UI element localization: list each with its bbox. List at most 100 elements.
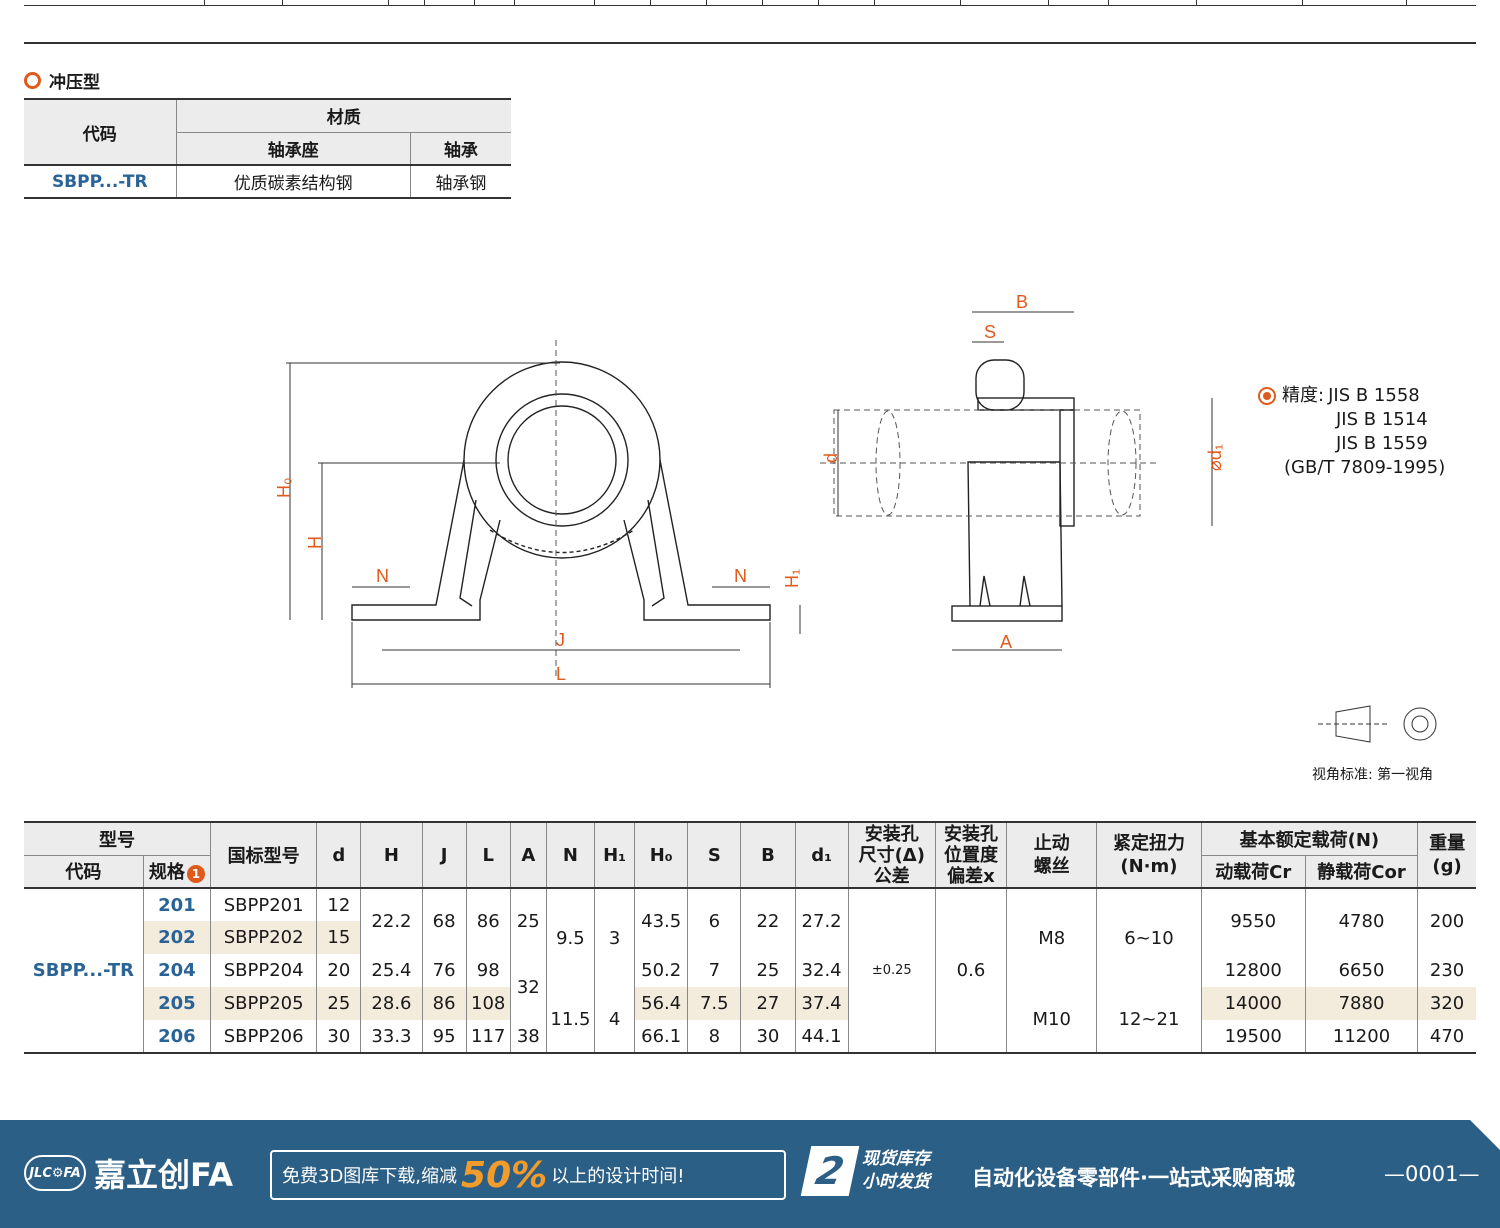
spec-header-weight: 重量 (g)	[1417, 822, 1476, 888]
promo-text-post: 以上的设计时间!	[551, 1166, 685, 1187]
weight-line1: 重量	[1429, 833, 1466, 854]
precision-line-4: (GB/T 7809-1995)	[1284, 457, 1446, 478]
spec-header-H0: H₀	[634, 822, 688, 888]
spec-header-N: N	[545, 822, 595, 888]
dim-label-N-right: N	[734, 566, 747, 586]
cell-gb: SBPP204	[210, 954, 318, 987]
spec-header-d: d	[316, 822, 361, 888]
cell-Cr: 9550	[1201, 888, 1306, 954]
view-standard-note: 视角标准: 第一视角	[1312, 767, 1434, 783]
spec-header-torque: 紧定扭力 (N·m)	[1096, 822, 1202, 888]
delivery-text: 现货库存 小时发货	[862, 1148, 930, 1194]
delivery-line1: 现货库存	[862, 1149, 930, 1169]
cell-H0: 56.4	[634, 987, 689, 1020]
cell-J: 68	[422, 888, 467, 954]
cell-Cr: 12800	[1201, 954, 1306, 987]
cell-weight: 200	[1417, 888, 1476, 954]
cell-N: 9.5	[546, 888, 595, 987]
cell-Cr: 19500	[1201, 1020, 1306, 1053]
promo-text-pre: 免费3D图库下载,缩减	[282, 1166, 458, 1187]
note-badge-icon: 1	[186, 865, 205, 884]
cell-d1: 32.4	[795, 954, 849, 987]
cell-H1: 4	[594, 987, 636, 1053]
precision-label: 精度:	[1282, 385, 1325, 406]
brand-name: 嘉立创FA	[94, 1156, 233, 1194]
cell-H0: 43.5	[634, 888, 689, 954]
cell-J: 86	[422, 987, 467, 1020]
cell-size: 204	[143, 954, 212, 987]
cell-H0: 66.1	[634, 1020, 689, 1053]
cell-gb: SBPP206	[210, 1020, 318, 1053]
cell-d: 12	[316, 888, 362, 921]
page-number: —0001—	[1384, 1162, 1480, 1186]
cell-A: 32	[510, 954, 547, 1020]
cell-d1: 44.1	[795, 1020, 849, 1053]
cell-weight: 470	[1429, 1025, 1465, 1047]
delivery-promise: 2 现货库存 小时发货	[800, 1146, 930, 1196]
spec-header-load: 基本额定载荷(N)	[1200, 822, 1418, 855]
precision-line-3: JIS B 1559	[1336, 433, 1428, 454]
cell-d: 15	[316, 921, 362, 954]
cell-d: 20	[316, 954, 362, 987]
two-hour-badge-icon: 2	[800, 1146, 860, 1196]
cell-d1: 27.2	[795, 888, 849, 954]
cell-H0: 50.2	[634, 954, 689, 987]
promo-box[interactable]: 免费3D图库下载,缩减 50% 以上的设计时间!	[270, 1150, 786, 1200]
size-header-text: 规格	[148, 862, 185, 884]
spec-header-stat: 静载荷Cor	[1304, 855, 1418, 888]
cell-Cr: 14000	[1201, 987, 1306, 1020]
cell-Cor: 6650	[1305, 954, 1419, 987]
cell-gb: SBPP202	[210, 921, 318, 954]
cell-H1: 3	[594, 888, 636, 987]
cell-L: 117	[466, 1020, 511, 1053]
material-code-header: 代码	[24, 99, 177, 165]
hole-pos-line1: 安装孔	[943, 823, 998, 845]
cell-A: 38	[510, 1020, 547, 1053]
hole-tol-line2: 尺寸(Δ)	[858, 844, 925, 866]
screw-line2: 螺丝	[1033, 856, 1070, 877]
pillow-block-drawing: B S d ⌀d₁ A H₀ H N N H₁ J L	[274, 292, 1437, 743]
cell-H: 28.6	[360, 987, 423, 1020]
dim-label-d: d	[821, 453, 841, 463]
cell-L: 86	[466, 888, 511, 954]
section-title: 冲压型	[24, 68, 100, 93]
footer-slogan: 自动化设备零部件·一站式采购商城	[972, 1166, 1295, 1190]
cell-screw: M8	[1006, 888, 1098, 987]
cell-torque: 6~10	[1096, 888, 1202, 987]
spec-header-S: S	[687, 822, 741, 888]
cell-size: 206	[143, 1020, 212, 1053]
dim-label-J: J	[556, 630, 565, 650]
hole-pos-line3: 偏差x	[947, 865, 995, 887]
material-code: SBPP...-TR	[24, 165, 177, 198]
previous-table-edge	[24, 0, 1476, 6]
cell-J: 76	[422, 954, 467, 987]
precision-standard: 精度: JIS B 1558 JIS B 1514 JIS B 1559 (GB…	[1258, 384, 1445, 480]
table-row: 205 SBPP205 25 28.6 86 108 11.5 4 56.4 7…	[24, 987, 1476, 1053]
cell-A: 25	[510, 888, 547, 954]
cell-torque: 12~21	[1096, 987, 1202, 1053]
hole-tol-line3: 公差	[873, 865, 910, 887]
dim-label-B: B	[1016, 292, 1028, 312]
cell-H: 33.3	[360, 1020, 423, 1053]
cell-Cor: 4780	[1305, 888, 1419, 954]
dim-label-H: H	[305, 536, 325, 549]
cell-L: 98	[466, 954, 511, 987]
brand-logo[interactable]: JLC⚙FA 嘉立创FA	[24, 1150, 233, 1196]
cell-d: 25	[316, 987, 362, 1020]
spec-header-J: J	[421, 822, 467, 888]
spec-header-d1: d₁	[794, 822, 849, 888]
cell-gb: SBPP205	[210, 987, 318, 1020]
table-row: 206 SBPP206 30 33.3 95 117 38 66.1 8 30 …	[24, 1020, 1476, 1053]
cell-S: 8	[687, 1020, 742, 1053]
spec-header-hole-position: 安装孔 位置度 偏差x	[934, 822, 1007, 888]
spec-header-B: B	[740, 822, 796, 888]
cell-d: 30	[316, 1020, 362, 1053]
jlc-logo-icon: JLC⚙FA	[24, 1155, 86, 1191]
hole-pos-line2: 位置度	[943, 844, 998, 866]
cell-Cor: 7880	[1305, 987, 1419, 1020]
cell-S: 7	[687, 954, 742, 987]
torque-line2: (N·m)	[1120, 856, 1178, 877]
cell-B: 25	[740, 954, 796, 987]
cell-L: 108	[466, 987, 511, 1020]
